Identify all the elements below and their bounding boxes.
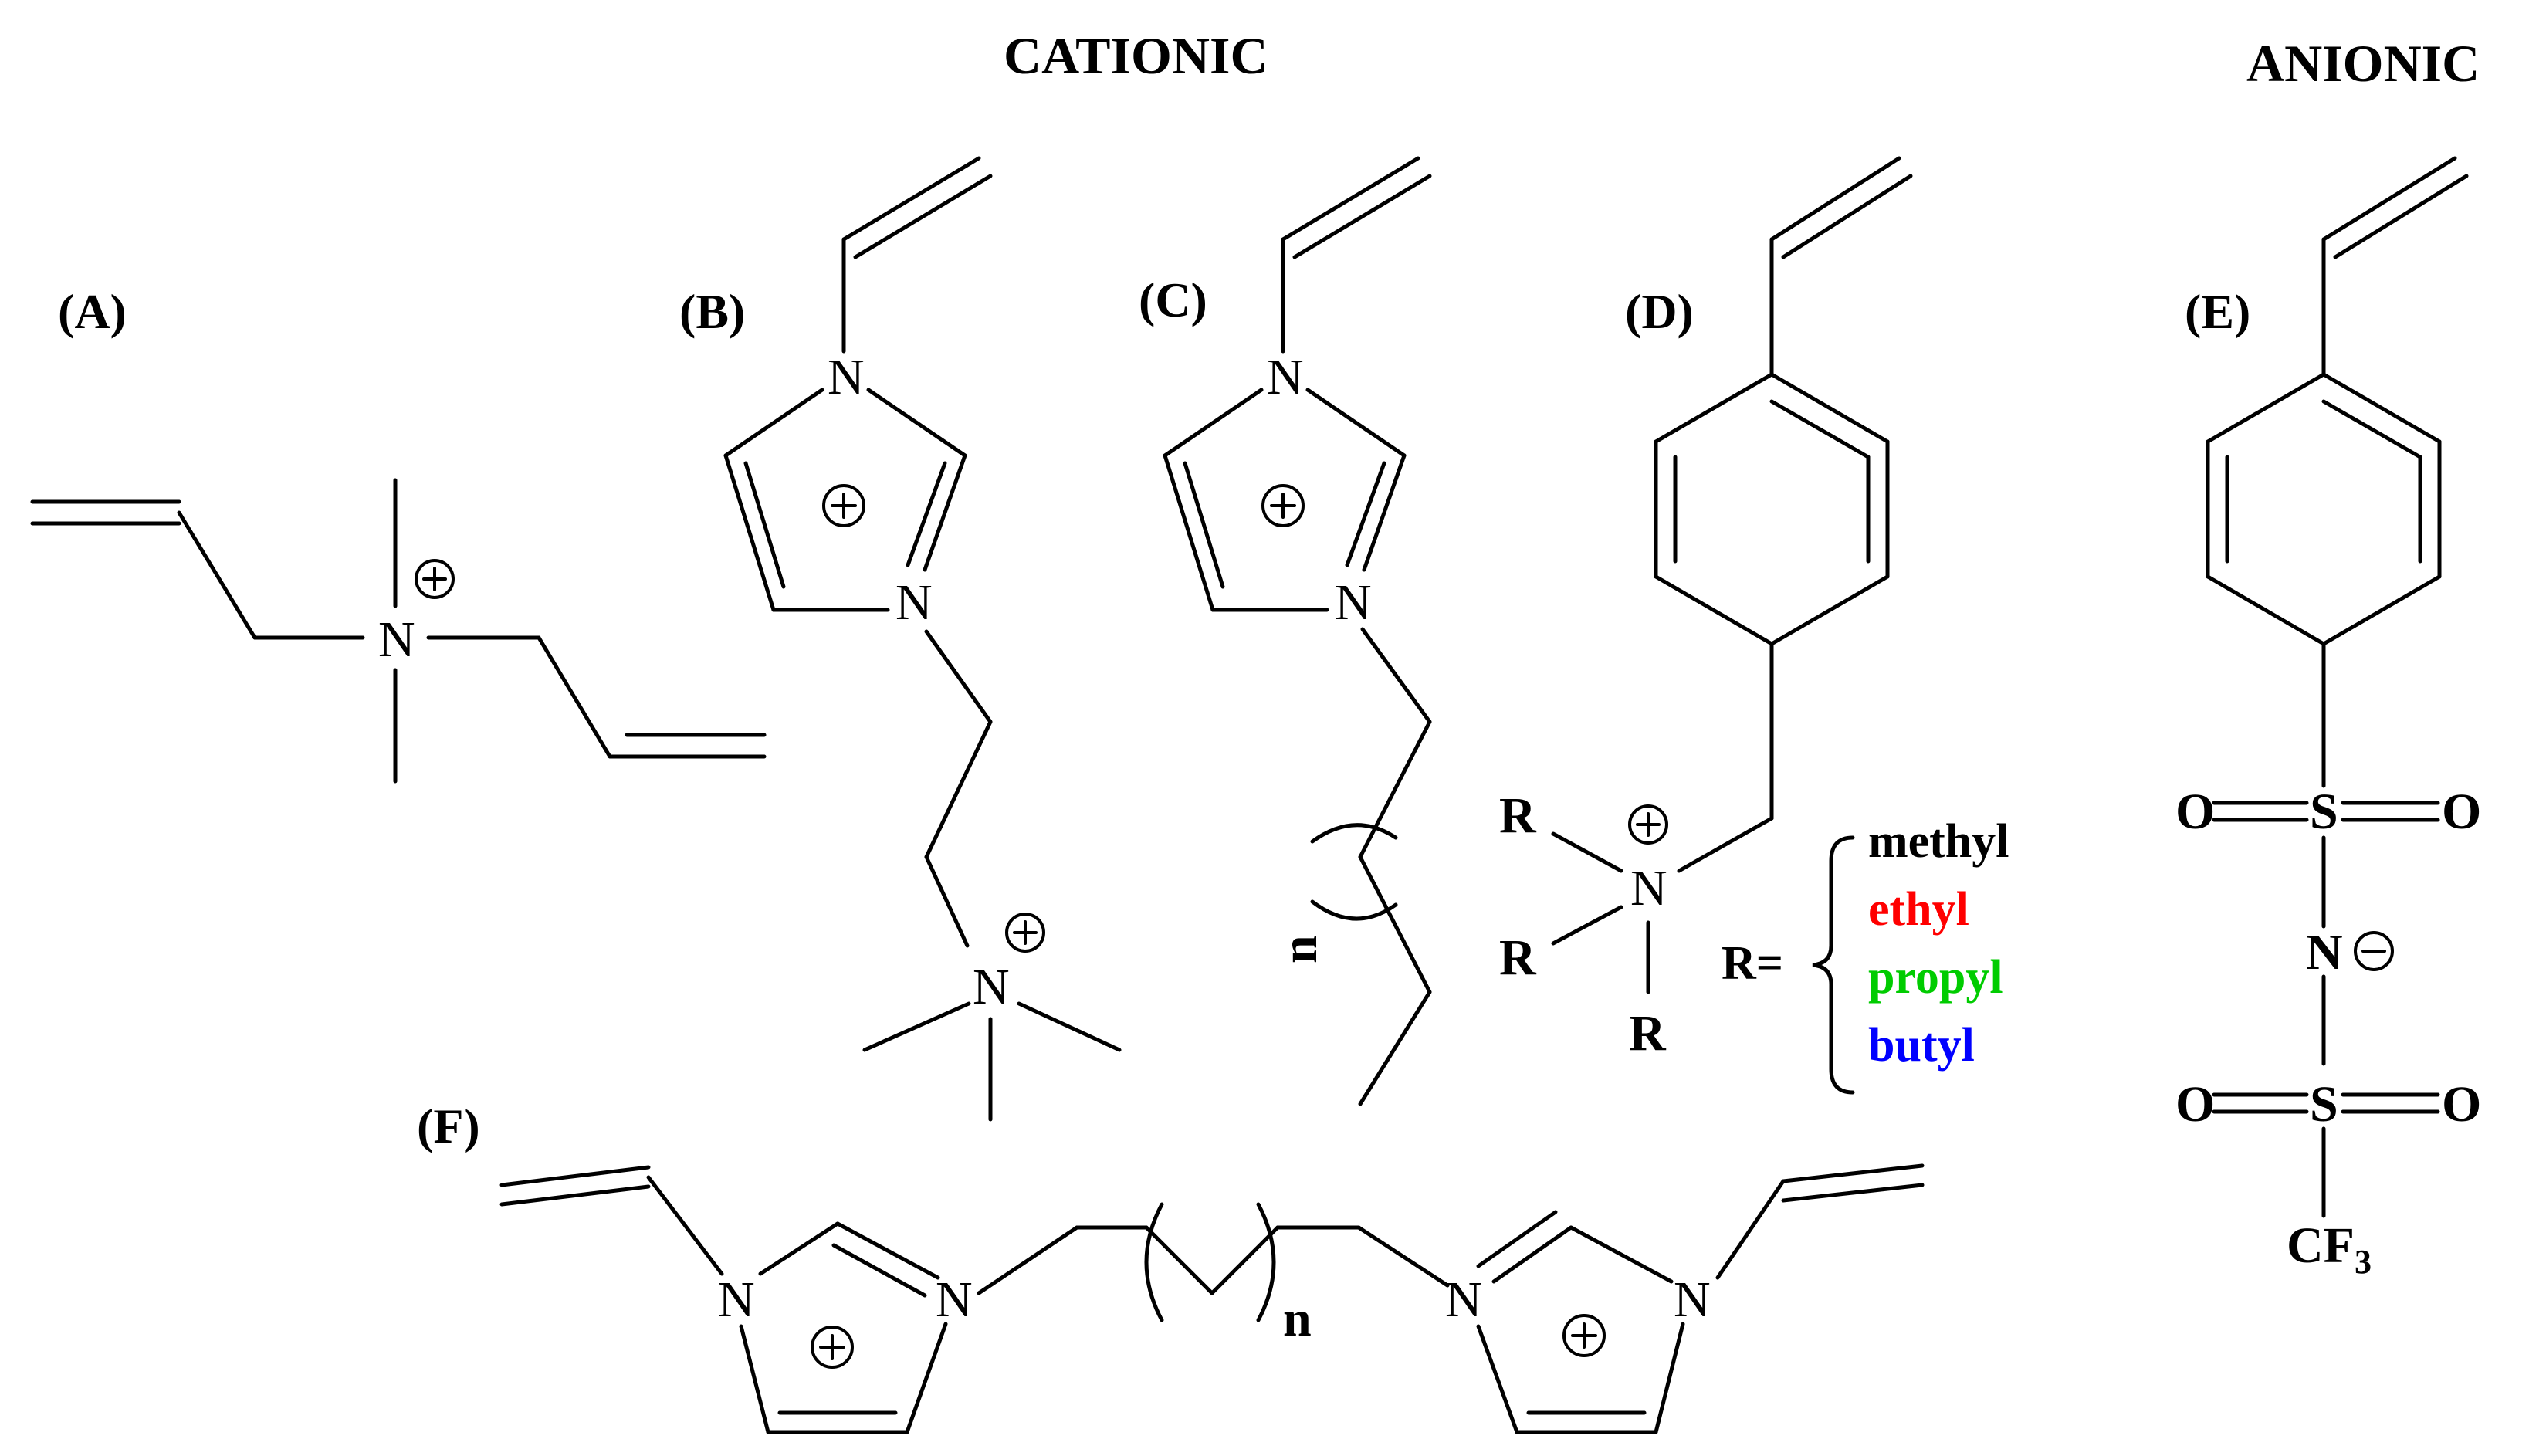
label-e: (E): [2185, 284, 2250, 339]
bracket-bottom-c: [1310, 899, 1398, 921]
label-b: (B): [679, 284, 745, 339]
curly-brace: [1812, 835, 1855, 1095]
structure-e-bonds: [2206, 156, 2469, 1218]
structure-c-bonds: [1163, 156, 1432, 1106]
structure-f-bonds: [499, 1163, 1925, 1434]
plus-charge-icon: [811, 1326, 854, 1369]
plus-charge-icon: [1005, 913, 1045, 953]
plus-charge-icon: [1628, 804, 1668, 845]
label-a: (A): [58, 284, 127, 339]
atom-s2-e: S: [2310, 1076, 2338, 1133]
cationic-heading: CATIONIC: [1004, 26, 1268, 85]
structure-d: (D) N: [1499, 156, 2009, 1095]
repeat-index-n-c: n: [1271, 935, 1328, 963]
label-c: (C): [1139, 273, 1207, 327]
atom-cf3-e: CF3: [2287, 1217, 2372, 1281]
structure-f: (F): [417, 1099, 1925, 1434]
atom-s1-e: S: [2310, 784, 2338, 840]
r-option-methyl: methyl: [1868, 815, 2009, 868]
r-group-prefix: R=: [1722, 937, 1783, 990]
plus-charge-icon: [415, 559, 455, 599]
atom-o3-e: O: [2175, 1076, 2215, 1133]
r-group-1: R: [1499, 787, 1537, 844]
r-option-propyl: propyl: [1868, 951, 2003, 1004]
structure-b-bonds: [723, 156, 1122, 1122]
structure-b: (B) N N N: [679, 156, 1122, 1122]
atom-n1-b: N: [828, 349, 865, 405]
atom-n1-f: N: [718, 1271, 755, 1328]
label-d: (D): [1625, 284, 1694, 339]
structure-d-bonds: [1551, 156, 1913, 994]
cf-text: CF: [2287, 1217, 2355, 1274]
atom-o2-e: O: [2442, 784, 2481, 840]
r-group-3: R: [1629, 1005, 1667, 1062]
r-group-options: methyl ethyl propyl butyl: [1868, 815, 2009, 1072]
minus-charge-icon: [2354, 931, 2394, 971]
structure-e: (E): [2175, 156, 2481, 1281]
plus-charge-icon: [1562, 1314, 1606, 1357]
atom-o1-e: O: [2175, 784, 2215, 840]
atom-n1-f-right: N: [1674, 1271, 1711, 1328]
plus-charge-icon: [822, 484, 865, 527]
structure-c: (C) n N N: [1139, 156, 1432, 1106]
atom-n-e: N: [2306, 924, 2343, 980]
r-group-2: R: [1499, 929, 1537, 986]
structure-a-bonds: [30, 478, 767, 784]
atom-n3-c: N: [1335, 574, 1372, 631]
label-f: (F): [417, 1099, 480, 1153]
atom-n-d: N: [1630, 860, 1667, 916]
atom-n3-f-right: N: [1445, 1271, 1482, 1328]
atom-n3-b: N: [895, 574, 933, 631]
atom-o4-e: O: [2442, 1076, 2481, 1133]
structure-a: (A) N: [30, 284, 767, 784]
bracket-top-c: [1310, 823, 1398, 844]
atom-n3-f: N: [936, 1271, 973, 1328]
plus-charge-icon: [1261, 484, 1305, 527]
atom-n-ammonium-b: N: [973, 959, 1010, 1015]
atom-n1-c: N: [1267, 349, 1304, 405]
bracket-right-f: [1256, 1202, 1276, 1322]
r-option-ethyl: ethyl: [1868, 883, 1969, 936]
r-option-butyl: butyl: [1868, 1019, 1975, 1072]
atom-n-a: N: [378, 611, 415, 668]
bracket-left-f: [1144, 1202, 1164, 1322]
anionic-heading: ANIONIC: [2246, 34, 2480, 93]
repeat-index-n-f: n: [1283, 1291, 1312, 1347]
cf-subscript: 3: [2355, 1243, 2372, 1281]
